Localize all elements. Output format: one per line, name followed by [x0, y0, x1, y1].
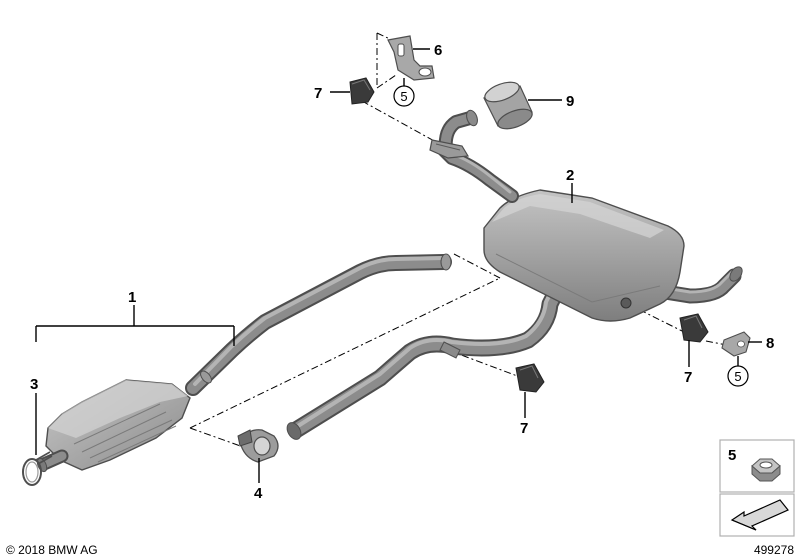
- callout-7-top: 7: [314, 85, 322, 102]
- callout-2: 2: [566, 167, 574, 184]
- callout-7-right: 7: [684, 369, 692, 386]
- rubber-mount-middle: [515, 363, 545, 393]
- hex-nut-icon: [751, 458, 781, 482]
- callout-4: 4: [254, 485, 263, 502]
- legend-panel: 5: [719, 439, 795, 537]
- spring-clamp: [22, 451, 53, 486]
- bracket-8: [721, 331, 751, 357]
- callout-6: 6: [434, 42, 442, 59]
- copyright: © 2018 BMW AG: [6, 543, 98, 557]
- callout-8: 8: [766, 335, 774, 352]
- legend-number: 5: [728, 447, 736, 464]
- exhaust-tip: [483, 81, 533, 130]
- rubber-mount-right: [679, 313, 709, 343]
- callout-5-top: 5: [400, 89, 407, 104]
- callout-5-circle-right: [727, 365, 749, 387]
- rubber-mount-top: [349, 77, 375, 105]
- catalytic-converter: [36, 379, 191, 473]
- leader-lines: [35, 48, 762, 483]
- callout-1: 1: [128, 289, 136, 306]
- rear-silencer: [437, 143, 743, 322]
- front-pipe: [185, 253, 452, 396]
- callouts: 1 2 3 4 6 7 7 7 8 9 5 5: [30, 42, 774, 502]
- arrow-icon: [730, 499, 789, 531]
- callout-5-circle-top: [393, 85, 415, 107]
- bracket-6: [387, 35, 435, 81]
- centre-pipe-section: [429, 109, 478, 159]
- middle-pipe: [286, 283, 565, 440]
- diagram-id: 499278: [754, 543, 794, 557]
- callout-7-middle: 7: [520, 420, 528, 437]
- callout-5-right: 5: [734, 369, 741, 384]
- callout-3: 3: [30, 376, 38, 393]
- pipe-clamp: [237, 429, 279, 463]
- callout-9: 9: [566, 93, 574, 110]
